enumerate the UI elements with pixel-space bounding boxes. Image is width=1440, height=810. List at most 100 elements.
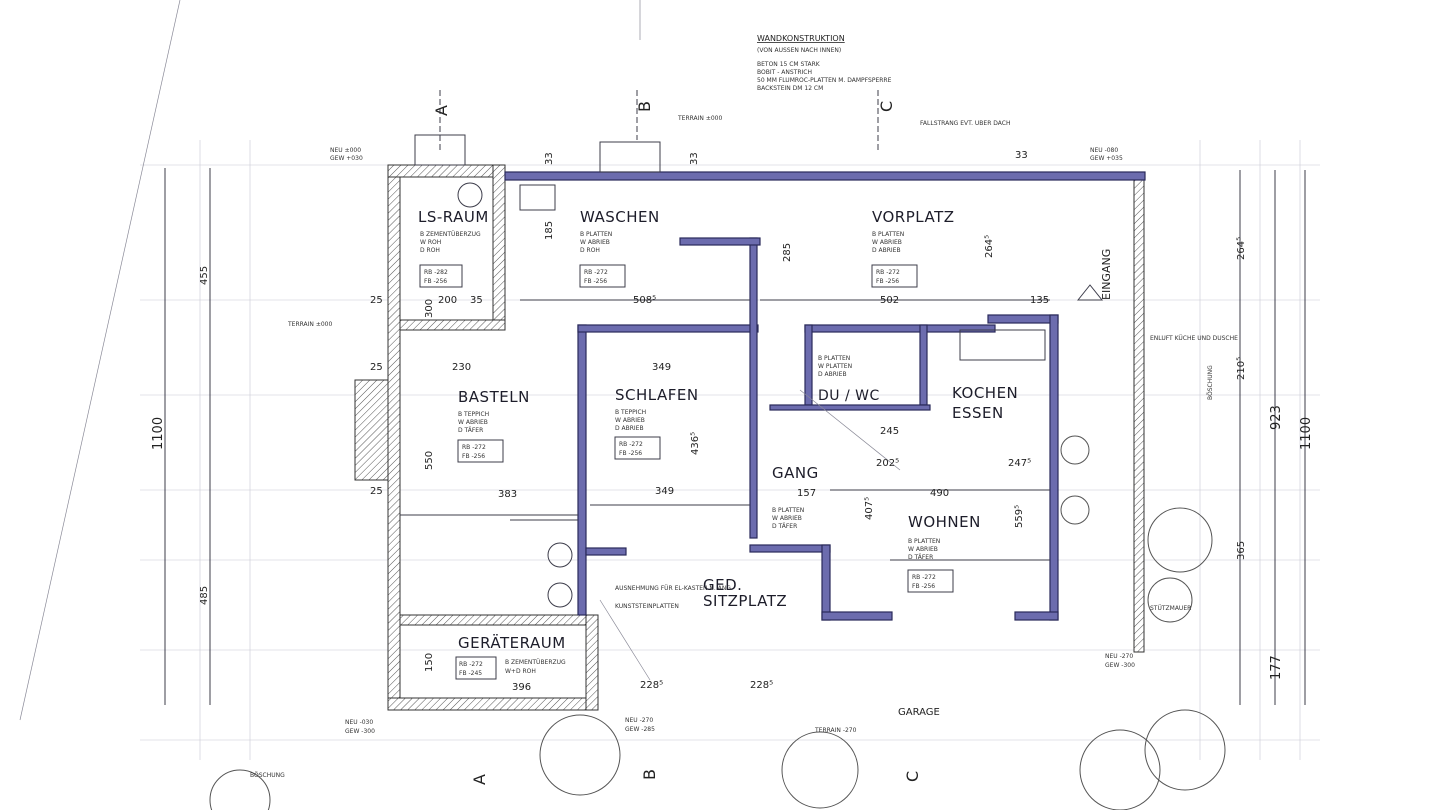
fallstrang-note: FALLSTRANG EVT. UBER DACH xyxy=(920,120,1011,127)
finish-line: B PLATTEN xyxy=(908,538,940,545)
room-waschen: WASCHEN B PLATTEN W ABRIEB D ROH RB -272… xyxy=(579,208,660,288)
room-basteln: BASTELN B TEPPICH W ABRIEB D TÄFER RB -2… xyxy=(457,388,530,463)
note-title: WANDKONSTRUKTION xyxy=(757,34,845,43)
room-label: GED. xyxy=(703,576,742,594)
dim: 396 xyxy=(512,682,531,693)
finish-line: W ROH xyxy=(420,239,441,246)
level-note: NEU -080 xyxy=(1090,147,1118,154)
dim-right-2645: 264⁵ xyxy=(1236,237,1247,260)
room-sitzplatz: GED. SITZPLATZ xyxy=(703,576,787,610)
finish-line: W ABRIEB xyxy=(580,239,610,246)
tree-icon xyxy=(1147,577,1193,623)
dim: 508⁵ xyxy=(633,295,656,306)
level-line: RB -272 xyxy=(876,269,900,276)
level-note: NEU -270 xyxy=(1105,653,1133,660)
dim: 559⁵ xyxy=(1014,505,1025,528)
room-gang: GANG B PLATTEN W ABRIEB D TÄFER xyxy=(772,464,819,530)
finish-line: W ABRIEB xyxy=(872,239,902,246)
room-label: GANG xyxy=(772,464,819,482)
finish-line: W PLATTEN xyxy=(818,363,852,370)
trees xyxy=(209,435,1226,810)
dim-left-bottom: 485 xyxy=(199,586,210,605)
room-du-wc: DU / WC B PLATTEN W PLATTEN D ABRIEB xyxy=(818,355,879,404)
finish-line: D ROH xyxy=(420,247,440,254)
tree-icon xyxy=(209,769,271,810)
entrance-arrow-icon xyxy=(1076,284,1104,301)
walls-concrete xyxy=(504,171,1146,621)
room-wohnen: WOHNEN B PLATTEN W ABRIEB D TÄFER RB -27… xyxy=(907,513,980,593)
finish-line: D ABRIEB xyxy=(615,425,644,432)
level-line: FB -256 xyxy=(584,278,607,285)
dim: 33 xyxy=(689,152,700,165)
note-line: BACKSTEIN DM 12 CM xyxy=(757,85,823,92)
entrance-label: EINGANG xyxy=(1100,249,1113,300)
dim: 25 xyxy=(370,362,383,373)
boschung-bottom: BÖSCHUNG xyxy=(250,772,285,779)
dim-left-total: 1100 xyxy=(151,417,166,450)
dim-right-923: 923 xyxy=(1269,405,1284,430)
dim: 33 xyxy=(544,152,555,165)
section-marker-a-top: A xyxy=(432,105,451,116)
level-line: FB -245 xyxy=(459,670,482,677)
dim-right-177: 177 xyxy=(1269,655,1284,680)
dim: 264⁵ xyxy=(984,235,995,258)
level-line: FB -256 xyxy=(462,453,485,460)
dim: 247⁵ xyxy=(1008,458,1031,469)
room-label: LS-RAUM xyxy=(418,208,489,226)
finish-line: D TÄFER xyxy=(908,554,933,561)
dim-left-top: 455 xyxy=(199,266,210,285)
room-geraeteraum: GERÄTERAUM RB -272 FB -245 B ZEMENTÜBERZ… xyxy=(455,633,566,680)
dim: 300 xyxy=(424,299,435,318)
dim: 135 xyxy=(1030,295,1049,306)
dimension-left: 1100 455 485 xyxy=(151,168,211,705)
room-label: VORPLATZ xyxy=(872,208,955,226)
dim: 185 xyxy=(544,221,555,240)
finish-line: B ZEMENTÜBERZUG xyxy=(505,659,566,666)
dim: 436⁵ xyxy=(690,432,701,455)
room-label: GERÄTERAUM xyxy=(458,633,566,652)
tree-icon xyxy=(1144,709,1226,791)
level-line: RB -282 xyxy=(424,269,448,276)
note-subtitle: (VON AUSSEN NACH INNEN) xyxy=(757,47,841,54)
finish-line: B PLATTEN xyxy=(772,507,804,514)
room-label: SITZPLATZ xyxy=(703,592,787,610)
level-line: FB -256 xyxy=(912,583,935,590)
dim: 35 xyxy=(470,295,483,306)
level-note: GEW -285 xyxy=(625,726,655,733)
finish-line: D ABRIEB xyxy=(818,371,847,378)
room-label: KOCHEN xyxy=(952,384,1018,402)
level-note: GEW -300 xyxy=(1105,662,1135,669)
dim: 157 xyxy=(797,488,816,499)
finish-line: W ABRIEB xyxy=(908,546,938,553)
room-label: SCHLAFEN xyxy=(615,386,699,404)
level-note: NEU -030 xyxy=(345,719,373,726)
level-note: NEU ±000 xyxy=(330,147,361,154)
level-line: RB -272 xyxy=(584,269,608,276)
room-label: WASCHEN xyxy=(580,208,660,226)
room-label: BASTELN xyxy=(458,388,530,406)
finish-line: W ABRIEB xyxy=(615,417,645,424)
room-ls-raum: LS-RAUM B ZEMENTÜBERZUG W ROH D ROH RB -… xyxy=(418,208,489,288)
dim: 150 xyxy=(424,653,435,672)
walls-hatched xyxy=(354,164,1145,711)
dim: 550 xyxy=(424,451,435,470)
tree-icon xyxy=(1060,495,1090,525)
tree-icon xyxy=(539,714,621,796)
dim: 285 xyxy=(782,243,793,262)
finish-line: W ABRIEB xyxy=(772,515,802,522)
dim-right-365: 365 xyxy=(1236,541,1247,560)
section-marker-c-top: C xyxy=(877,101,896,112)
dim: 202⁵ xyxy=(876,458,899,469)
dim: 502 xyxy=(880,295,899,306)
finish-line: B PLATTEN xyxy=(872,231,904,238)
dim: 200 xyxy=(438,295,457,306)
section-markers: A B C A B C xyxy=(432,90,922,785)
dim: 228⁵ xyxy=(750,680,773,691)
note-line: BETON 15 CM STARK xyxy=(757,61,821,68)
construction-grid xyxy=(19,0,1320,760)
tree-icon xyxy=(1079,729,1161,810)
stutzmauer-note: STÜTZMAUER xyxy=(1150,605,1191,612)
dim-right-2105: 210⁵ xyxy=(1236,357,1247,380)
level-note: GEW -300 xyxy=(345,728,375,735)
